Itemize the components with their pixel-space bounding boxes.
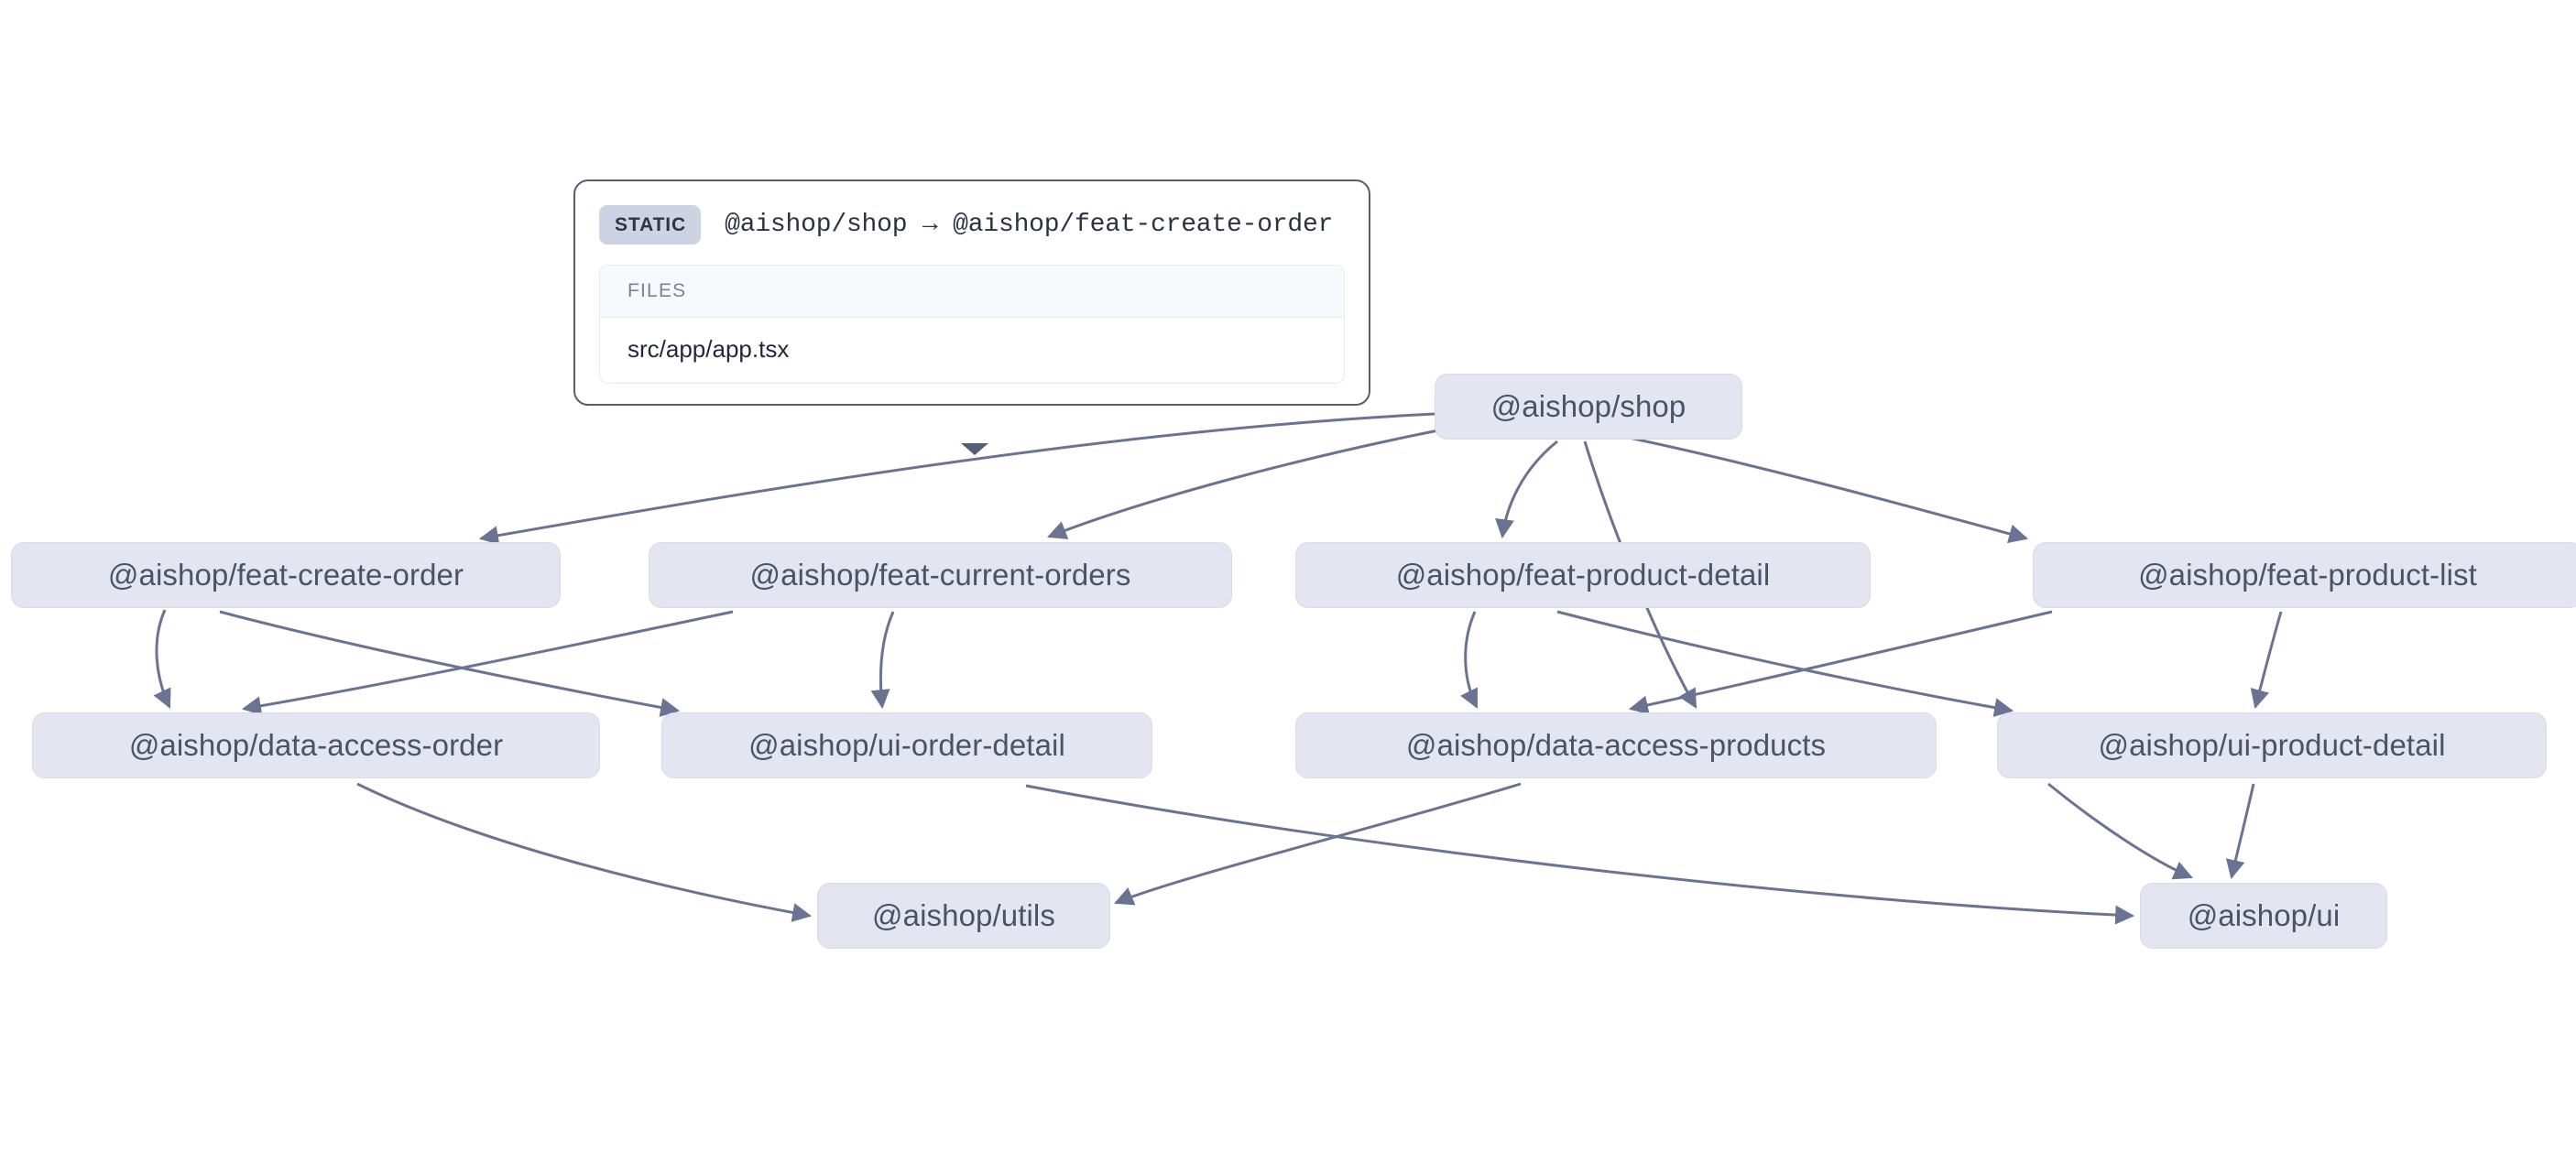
graph-node-label: @aishop/ui bbox=[2187, 898, 2341, 932]
graph-node-shop[interactable]: @aishop/shop bbox=[1435, 374, 1742, 440]
edge-feat-product-list-to-data-access-products bbox=[1628, 610, 2053, 715]
edge-feat-create-order-to-data-access-order bbox=[153, 609, 171, 709]
files-panel: FILES src/app/app.tsx bbox=[599, 265, 1345, 384]
edge-feat-product-detail-to-ui-product-detail bbox=[1556, 610, 2014, 718]
edge-shop-to-feat-product-detail bbox=[1495, 440, 1558, 539]
edge-feat-create-order-to-ui-order-detail bbox=[219, 610, 681, 717]
graph-node-feat-product-list[interactable]: @aishop/feat-product-list bbox=[2033, 542, 2576, 608]
edge-ui-order-detail-to-ui bbox=[1025, 784, 2135, 925]
edge-data-access-products-to-utils bbox=[1114, 782, 1522, 906]
graph-node-feat-create-order[interactable]: @aishop/feat-create-order bbox=[11, 542, 561, 608]
graph-node-label: @aishop/feat-product-list bbox=[2138, 558, 2477, 592]
graph-node-label: @aishop/data-access-order bbox=[128, 728, 504, 762]
edge-ui-product-detail-to-ui bbox=[2225, 783, 2255, 880]
edge-detail-card-header: STATIC @aishop/shop → @aishop/feat-creat… bbox=[599, 205, 1345, 265]
edge-feat-current-orders-to-data-access-order bbox=[241, 610, 734, 716]
graph-node-ui-order-detail[interactable]: @aishop/ui-order-detail bbox=[661, 712, 1152, 778]
edge-shop-to-feat-current-orders bbox=[1047, 429, 1439, 539]
files-panel-header: FILES bbox=[600, 266, 1344, 318]
graph-node-data-access-products[interactable]: @aishop/data-access-products bbox=[1295, 712, 1937, 778]
graph-node-label: @aishop/feat-product-detail bbox=[1395, 558, 1771, 592]
edge-ui-product-detail-to-ui-alt bbox=[2047, 782, 2193, 880]
graph-node-label: @aishop/ui-order-detail bbox=[748, 728, 1065, 762]
graph-node-label: @aishop/ui-product-detail bbox=[2098, 728, 2446, 762]
edge-detail-title: @aishop/shop → @aishop/feat-create-order bbox=[725, 211, 1334, 239]
graph-node-feat-product-detail[interactable]: @aishop/feat-product-detail bbox=[1295, 542, 1871, 608]
graph-node-label: @aishop/shop bbox=[1490, 389, 1686, 423]
graph-node-data-access-order[interactable]: @aishop/data-access-order bbox=[32, 712, 600, 778]
edge-feat-current-orders-to-ui-order-detail bbox=[870, 611, 895, 710]
graph-node-ui-product-detail[interactable]: @aishop/ui-product-detail bbox=[1997, 712, 2547, 778]
graph-node-label: @aishop/utils bbox=[872, 898, 1055, 932]
edge-detail-card-pointer bbox=[961, 443, 988, 455]
edge-feat-product-detail-to-data-access-products bbox=[1460, 611, 1479, 709]
static-badge: STATIC bbox=[599, 205, 702, 245]
files-list: src/app/app.tsx bbox=[600, 318, 1344, 383]
edge-shop-to-feat-product-list bbox=[1628, 436, 2029, 544]
graph-node-utils[interactable]: @aishop/utils bbox=[817, 883, 1110, 949]
graph-node-feat-current-orders[interactable]: @aishop/feat-current-orders bbox=[649, 542, 1232, 608]
edge-shop-to-feat-create-order bbox=[478, 412, 1435, 546]
file-row[interactable]: src/app/app.tsx bbox=[628, 335, 790, 363]
edge-feat-product-list-to-ui-product-detail bbox=[2250, 611, 2283, 710]
graph-node-label: @aishop/feat-current-orders bbox=[749, 558, 1131, 592]
graph-node-label: @aishop/data-access-products bbox=[1405, 728, 1827, 762]
graph-node-ui[interactable]: @aishop/ui bbox=[2140, 883, 2387, 949]
graph-node-label: @aishop/feat-create-order bbox=[107, 558, 464, 592]
edge-detail-card[interactable]: STATIC @aishop/shop → @aishop/feat-creat… bbox=[573, 179, 1370, 406]
edge-data-access-order-to-utils bbox=[356, 782, 813, 922]
